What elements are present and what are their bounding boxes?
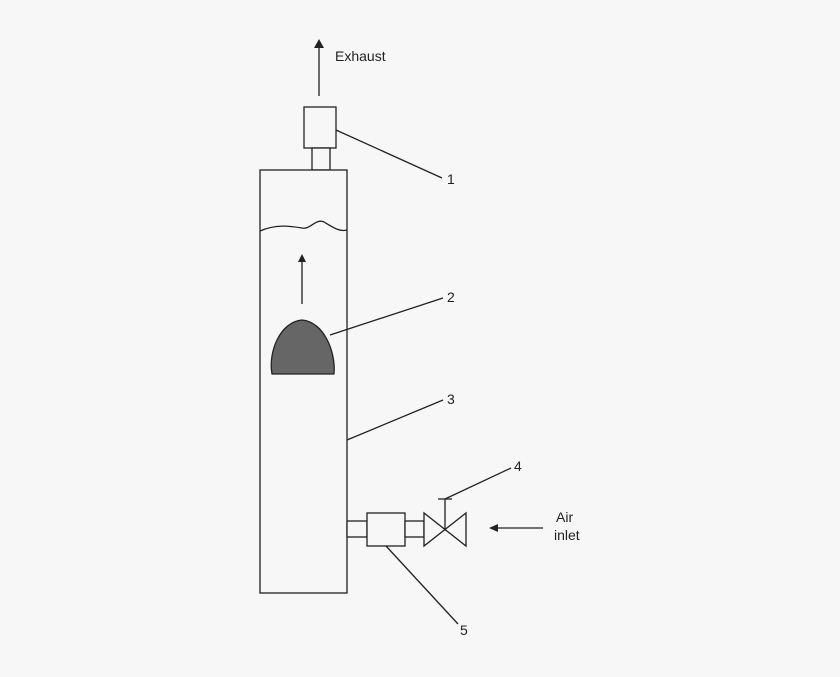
inlet-piping <box>346 512 425 547</box>
liquid-surface <box>259 220 348 232</box>
callout-2: 2 <box>447 289 455 305</box>
callout-5: 5 <box>460 622 468 638</box>
valve <box>423 498 467 548</box>
exhaust-arrow <box>314 39 324 96</box>
bubble-rise-arrow <box>298 254 306 304</box>
callout-4: 4 <box>514 458 522 474</box>
gas-bubble <box>270 319 335 375</box>
air-inlet-arrow <box>489 524 543 532</box>
air-label: Air <box>556 509 573 525</box>
callout-1: 1 <box>447 171 455 187</box>
exhaust-meter <box>303 106 337 171</box>
inlet-label: inlet <box>554 527 580 543</box>
column-body <box>259 169 348 594</box>
callout-3: 3 <box>447 391 455 407</box>
leader-lines <box>329 129 512 625</box>
exhaust-label: Exhaust <box>335 48 386 64</box>
